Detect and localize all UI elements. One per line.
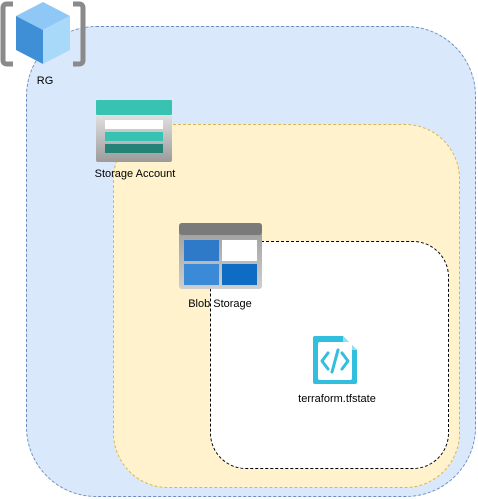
storage-account-label: Storage Account	[94, 168, 176, 180]
resource-group-icon	[0, 1, 86, 67]
code-file-icon	[313, 336, 357, 384]
resource-group-label: RG	[36, 75, 54, 87]
blob-storage-label: Blob Storage	[188, 298, 252, 310]
storage-account-icon	[96, 100, 172, 162]
terraform-state-file-label: terraform.tfstate	[298, 393, 376, 405]
blob-storage-icon	[179, 223, 262, 289]
